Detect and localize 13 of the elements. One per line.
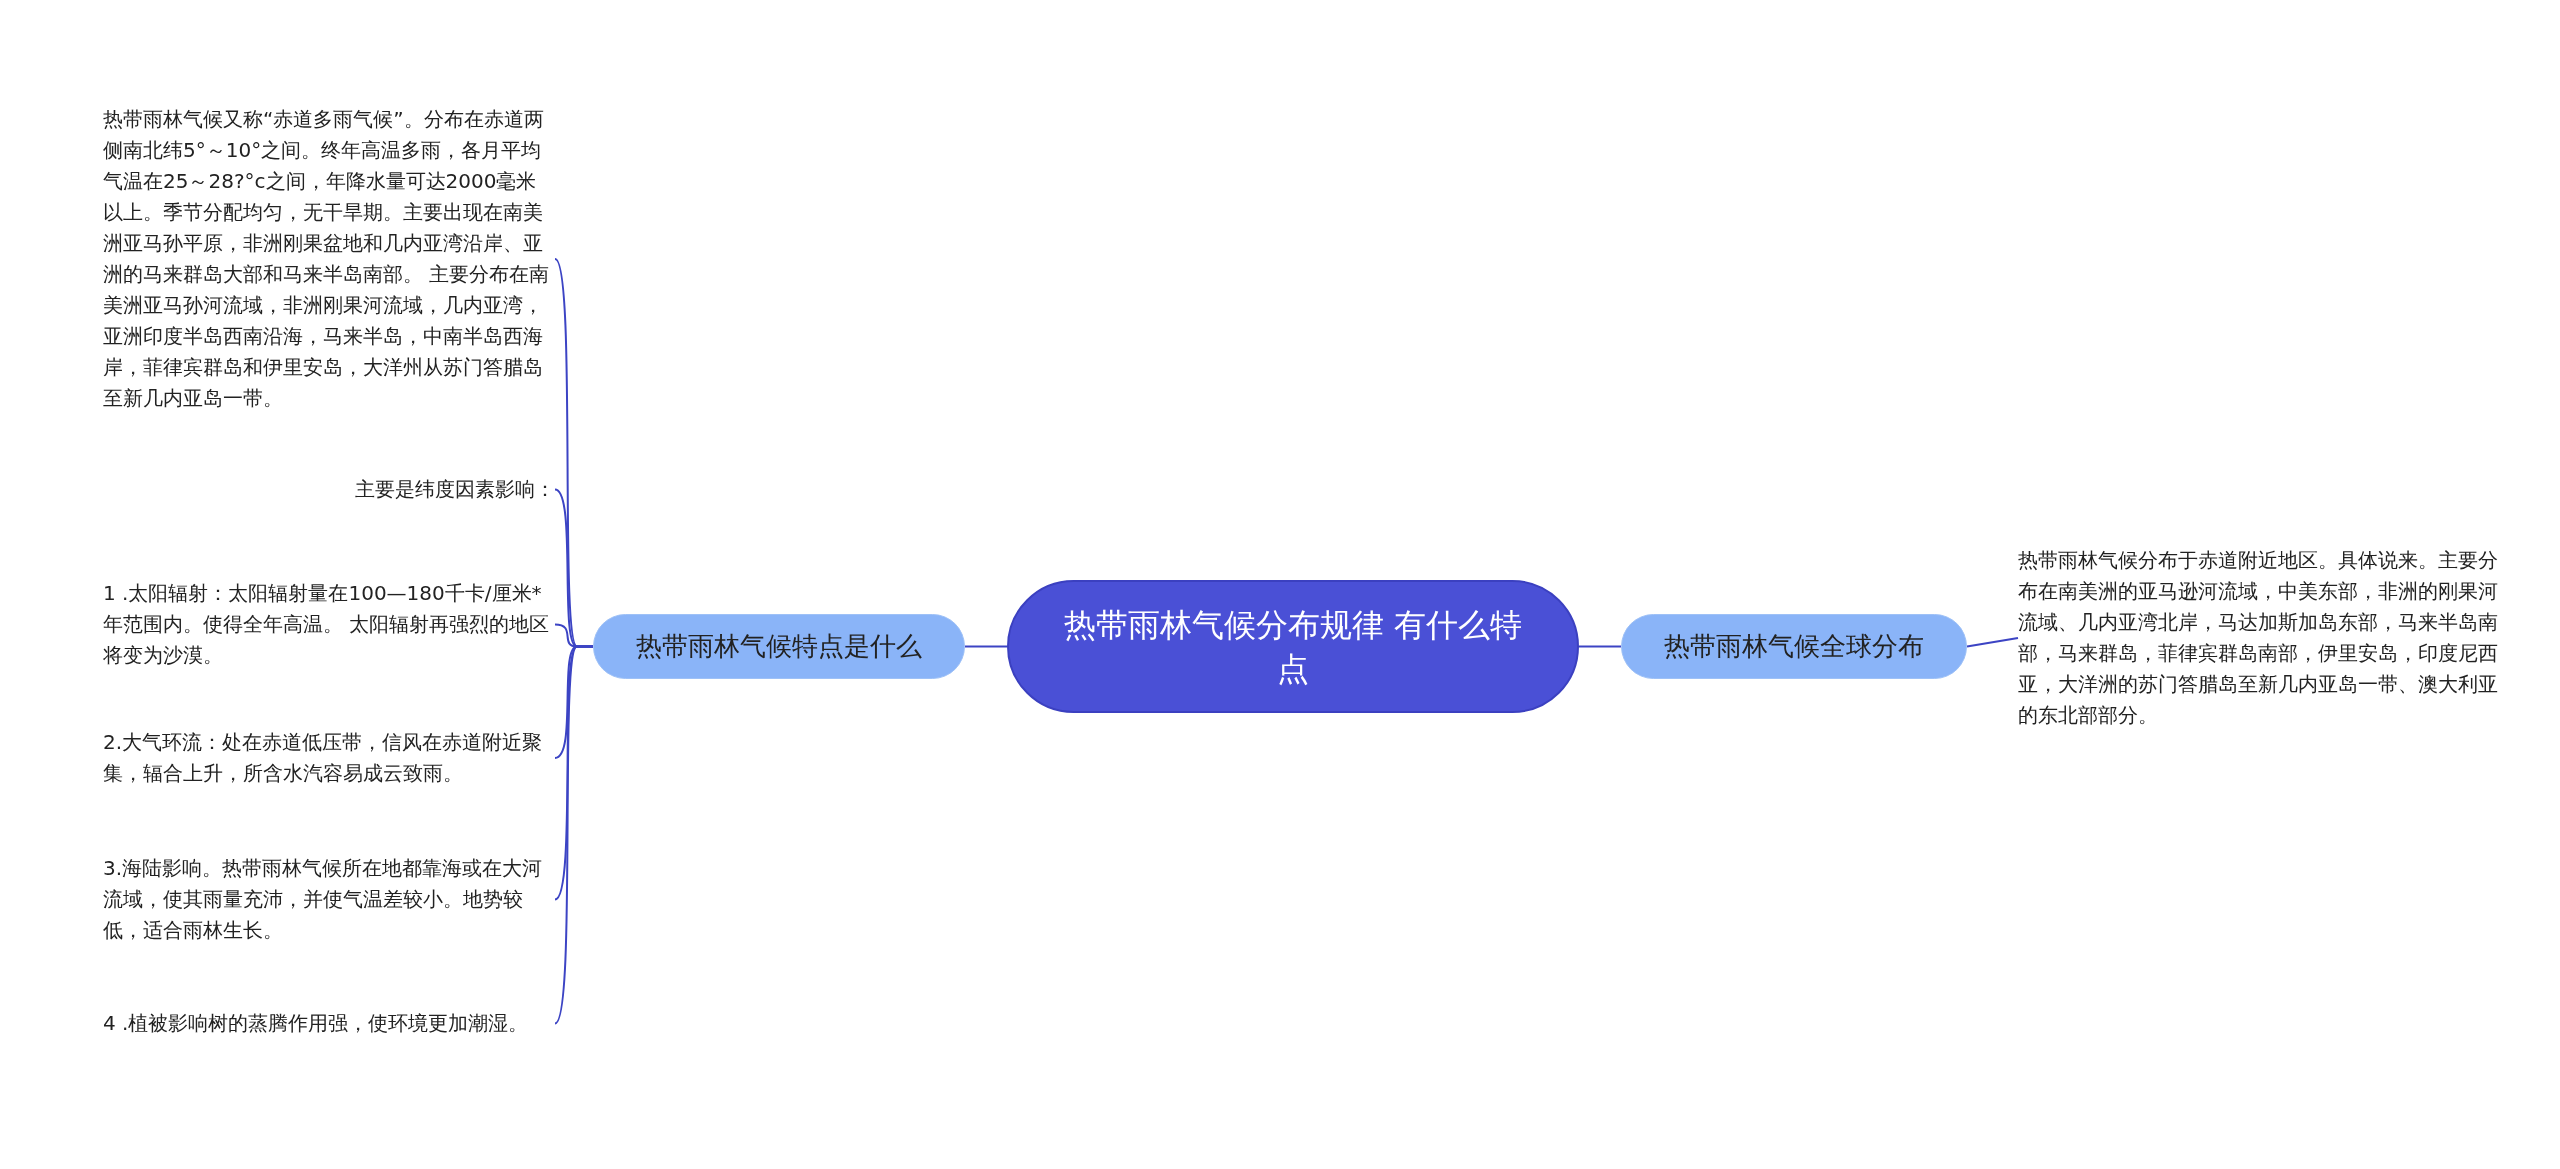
branch-topic: 热带雨林气候全球分布: [1621, 614, 1967, 679]
leaf-text: 1 .太阳辐射：太阳辐射量在100—180千卡/厘米*年范围内。使得全年高温。 太阳辐射再强烈的地区将变为沙漠。: [103, 578, 555, 671]
leaf-text: 4 .植被影响树的蒸腾作用强，使环境更加潮湿。: [103, 1008, 555, 1039]
root-topic: 热带雨林气候分布规律 有什么特点: [1007, 580, 1579, 713]
leaf-text: 主要是纬度因素影响：: [103, 474, 555, 505]
leaf-text: 3.海陆影响。热带雨林气候所在地都靠海或在大河流域，使其雨量充沛，并使气温差较小。地势较低，适合雨林生长。: [103, 853, 555, 946]
connector-line: [1578, 645, 1622, 648]
leaf-text: 热带雨林气候分布于赤道附近地区。具体说来。主要分布在南美洲的亚马逊河流域，中美东部，非洲的刚果河流域、几内亚湾北岸，马达加斯加岛东部，马来半岛南部，马来群岛，菲律宾群岛南部，伊里安岛，印度尼西亚，大洋洲的苏门答腊岛至新几内亚岛一带、澳大利亚的东北部部分。: [2018, 545, 2508, 731]
leaf-text: 2.大气环流：处在赤道低压带，信风在赤道附近聚集，辐合上升，所含水汽容易成云致雨。: [103, 727, 555, 789]
connector-line: [1966, 637, 2019, 648]
leaf-text: 热带雨林气候又称“赤道多雨气候”。分布在赤道两侧南北纬5°～10°之间。终年高温多雨，各月平均气温在25～28?°c之间，年降水量可达2000毫米以上。季节分配均匀，无干旱期。主要出现在南美洲亚马孙平原，非洲刚果盆地和几内亚湾沿岸、亚洲的马来群岛大部和马来半岛南部。 主要分布在南美洲亚马孙河流域，非洲刚果河流域，几内亚湾，亚洲印度半岛西南沿海，马来半岛，中南半岛西海岸，菲律宾群岛和伊里安岛，大洋州从苏门答腊岛至新几内亚岛一带。: [103, 104, 555, 414]
branch-topic: 热带雨林气候特点是什么: [593, 614, 965, 679]
connector-line: [964, 645, 1008, 648]
